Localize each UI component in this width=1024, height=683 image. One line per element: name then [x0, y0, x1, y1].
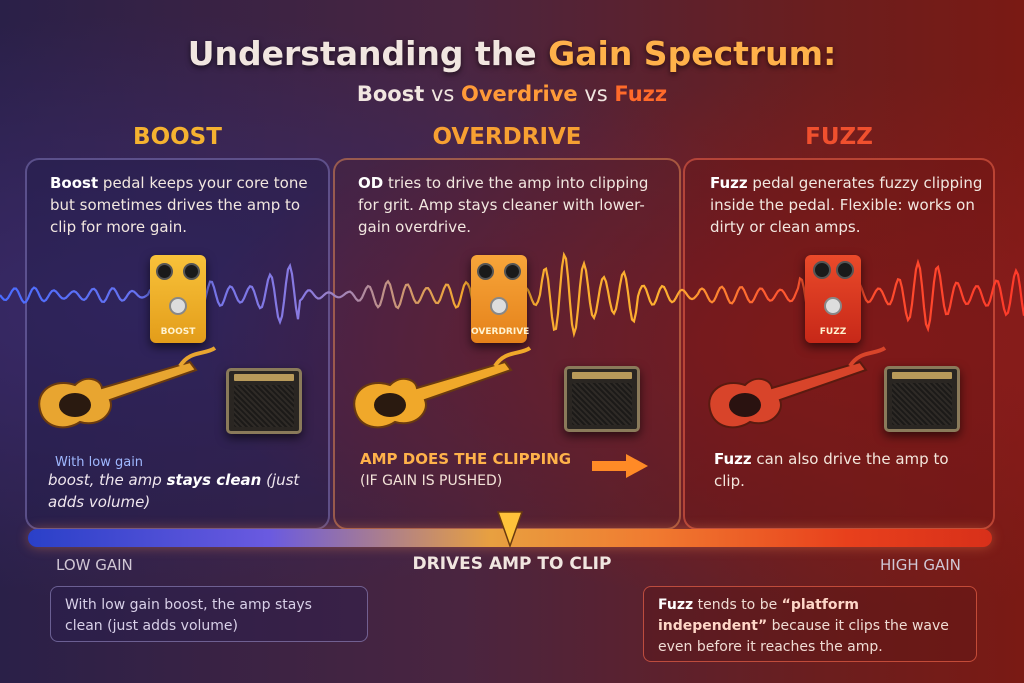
page-title: Understanding the Gain Spectrum: — [0, 34, 1024, 73]
subtitle-boost: Boost — [356, 82, 425, 106]
boost-note-post: (just adds volume) — [48, 471, 300, 511]
desc-fuzz-bold: Fuzz — [710, 174, 748, 192]
fuzz-note-text: can also drive the amp to clip. — [714, 450, 949, 490]
fuzz-note: Fuzz can also drive the amp to clip. — [714, 448, 979, 492]
overdrive-note-line1: AMP DOES THE CLIPPING — [360, 450, 572, 468]
guitar-icon-fuzz — [708, 346, 887, 429]
bottom-right-pre: tends to be — [693, 597, 782, 613]
bottom-left-note: With low gain boost, the amp stays clean… — [50, 586, 368, 642]
subtitle-vs-1: vs — [424, 82, 462, 106]
page-subtitle: Boost vs Overdrive vs Fuzz — [0, 82, 1024, 106]
desc-overdrive-bold: OD — [358, 174, 384, 192]
desc-boost-text: pedal keeps your core tone but sometimes… — [50, 174, 308, 236]
boost-pedal-icon: BOOST — [150, 255, 206, 343]
heading-overdrive: OVERDRIVE — [432, 124, 582, 150]
overdrive-pedal-label: OVERDRIVE — [471, 327, 530, 337]
fuzz-note-bold: Fuzz — [714, 450, 752, 468]
boost-note: boost, the amp stays clean (just adds vo… — [48, 469, 318, 513]
heading-boost: BOOST — [133, 124, 222, 150]
heading-fuzz: FUZZ — [805, 124, 873, 150]
desc-overdrive-text: tries to drive the amp into clipping for… — [358, 174, 649, 236]
overdrive-pedal-icon: OVERDRIVE — [471, 255, 530, 343]
desc-fuzz-text: pedal generates fuzzy clipping inside th… — [710, 174, 983, 236]
low-gain-label: LOW GAIN — [56, 556, 133, 574]
od-knob-level — [504, 263, 521, 280]
title-accent: Gain Spectrum: — [548, 34, 837, 73]
boost-note-bold: stays clean — [166, 471, 262, 489]
boost-knob-gain — [156, 263, 173, 280]
subtitle-vs-2: vs — [577, 82, 615, 106]
bottom-right-bold: Fuzz — [658, 597, 694, 613]
desc-fuzz: Fuzz pedal generates fuzzy clipping insi… — [710, 172, 985, 238]
title-text: Understanding the — [187, 34, 549, 73]
subtitle-fuzz: Fuzz — [614, 82, 668, 106]
high-gain-label: HIGH GAIN — [880, 556, 961, 574]
od-knob-gain — [477, 263, 494, 280]
od-footswitch — [490, 297, 508, 315]
amp-icon-overdrive — [564, 366, 640, 432]
overdrive-note-line2: (IF GAIN IS PUSHED) — [360, 473, 503, 489]
bottom-right-note: Fuzz tends to be “platform independent” … — [643, 586, 977, 662]
desc-overdrive: OD tries to drive the amp into clipping … — [358, 172, 663, 238]
boost-footswitch — [169, 297, 187, 315]
fuzz-knob-left — [813, 261, 831, 279]
fuzz-footswitch — [824, 297, 842, 315]
boost-note-small: With low gain — [55, 455, 144, 470]
fuzz-pedal-icon: FUZZ — [805, 255, 861, 343]
fuzz-knob-right — [836, 261, 854, 279]
guitar-icon — [38, 346, 217, 429]
boost-knob-level — [183, 263, 200, 280]
boost-note-pre: boost, the amp — [48, 471, 167, 489]
panel-boost — [25, 158, 330, 530]
boost-pedal-label: BOOST — [160, 327, 196, 337]
desc-boost-bold: Boost — [50, 174, 99, 192]
bottom-right-post: because it clips the wave even before it… — [658, 618, 949, 655]
amp-icon — [226, 368, 302, 434]
arrow-right-icon — [592, 454, 648, 478]
desc-boost: Boost pedal keeps your core tone but som… — [50, 172, 320, 238]
amp-icon-fuzz — [884, 366, 960, 432]
triangle-marker-icon — [496, 511, 524, 549]
bottom-right-quote: “platform independent” — [658, 597, 860, 634]
subtitle-overdrive: Overdrive — [461, 82, 578, 106]
drives-amp-label: DRIVES AMP TO CLIP — [412, 554, 612, 574]
fuzz-pedal-label: FUZZ — [819, 327, 847, 337]
guitar-icon-overdrive — [353, 346, 532, 429]
